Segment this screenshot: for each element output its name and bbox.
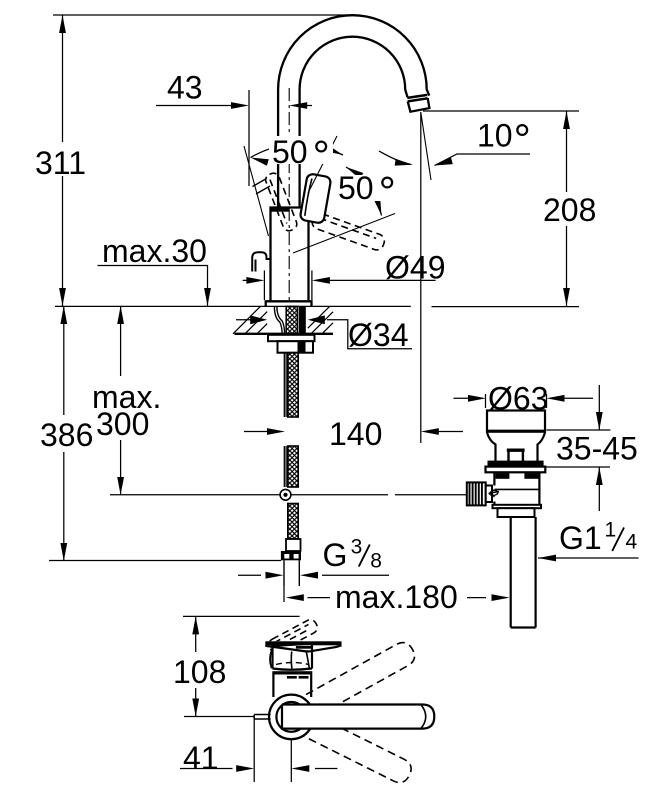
- svg-text:G: G: [323, 537, 348, 573]
- svg-text:108: 108: [173, 654, 226, 690]
- svg-text:208: 208: [543, 192, 596, 228]
- svg-text:8: 8: [370, 550, 382, 573]
- svg-text:Ø34: Ø34: [348, 317, 408, 353]
- svg-text:G1: G1: [559, 520, 602, 556]
- svg-text:4: 4: [626, 531, 638, 554]
- svg-text:43: 43: [167, 69, 203, 105]
- svg-text:Ø63: Ø63: [488, 381, 548, 417]
- svg-text:max.30: max.30: [102, 233, 207, 269]
- svg-text:311: 311: [35, 145, 86, 181]
- svg-text:300: 300: [96, 406, 149, 442]
- svg-text:41: 41: [183, 740, 219, 776]
- svg-text:35-45: 35-45: [556, 431, 638, 467]
- svg-text:386: 386: [40, 417, 93, 453]
- svg-text:Ø49: Ø49: [385, 250, 445, 286]
- svg-text:3: 3: [351, 536, 363, 559]
- svg-text:140: 140: [329, 416, 382, 452]
- svg-text:max.180: max.180: [335, 579, 458, 615]
- svg-text:max.: max.: [92, 379, 161, 415]
- svg-text:1: 1: [605, 519, 617, 542]
- svg-text:50°: 50°: [338, 169, 396, 217]
